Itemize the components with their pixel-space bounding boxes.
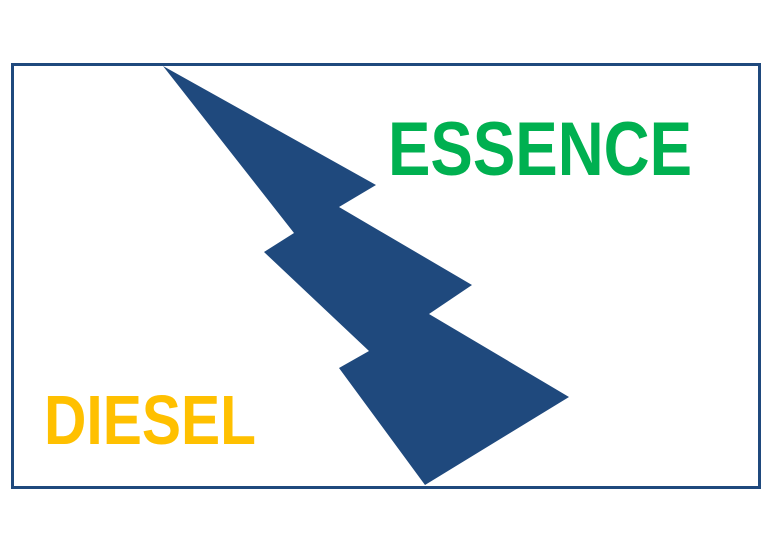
- essence-label: ESSENCE: [388, 107, 692, 192]
- frame-border: [11, 63, 761, 489]
- diesel-label: DIESEL: [44, 381, 256, 459]
- lightning-bolt-icon: [163, 66, 569, 485]
